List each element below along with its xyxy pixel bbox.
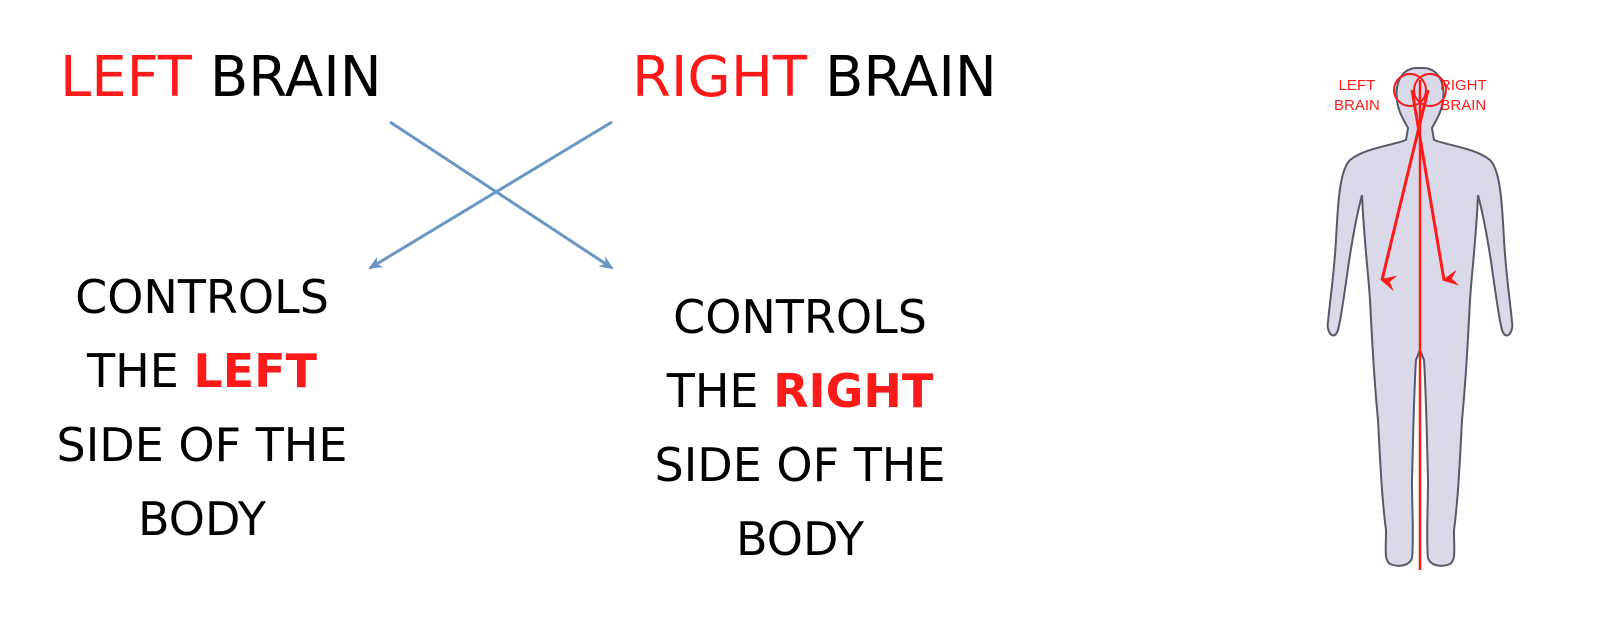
figure-right-label-line2: BRAIN bbox=[1440, 97, 1487, 114]
figure-left-label-line2: BRAIN bbox=[1334, 97, 1380, 114]
left-controls-text: CONTROLS THE LEFT SIDE OF THE BODY bbox=[2, 260, 402, 556]
side-of-the-line: SIDE OF THE bbox=[654, 438, 946, 492]
figure-right-label-line1: RIGHT bbox=[1440, 77, 1487, 94]
right-hemisphere-circle bbox=[1413, 73, 1447, 107]
arrow-left-to-right bbox=[389, 120, 614, 270]
side-of-the-line: SIDE OF THE bbox=[56, 418, 348, 472]
body-line: BODY bbox=[138, 492, 266, 546]
figure-right-brain-label: RIGHT BRAIN bbox=[1440, 76, 1487, 116]
left-emphasis: LEFT bbox=[193, 344, 317, 398]
the-word: THE bbox=[666, 364, 759, 418]
figure-left-brain-label: LEFT BRAIN bbox=[1334, 76, 1380, 116]
right-controls-text: CONTROLS THE RIGHT SIDE OF THE BODY bbox=[600, 280, 1000, 576]
right-brain-heading: RIGHT BRAIN bbox=[632, 50, 997, 106]
figure-left-label-line1: LEFT bbox=[1338, 77, 1376, 94]
cross-arrow-right bbox=[1410, 89, 1460, 286]
human-body-icon bbox=[1326, 67, 1514, 570]
the-word: THE bbox=[87, 344, 179, 398]
the-left-line: THE LEFT bbox=[2, 334, 402, 408]
crossing-arrows bbox=[368, 120, 614, 270]
the-right-line: THE RIGHT bbox=[600, 354, 1000, 428]
controls-line: CONTROLS bbox=[673, 290, 927, 344]
left-brain-heading: LEFT BRAIN bbox=[60, 50, 382, 106]
left-hemisphere-circle bbox=[1393, 73, 1427, 107]
controls-line: CONTROLS bbox=[75, 270, 329, 324]
brain-word: BRAIN bbox=[209, 45, 382, 110]
arrow-right-to-left bbox=[368, 120, 613, 270]
cross-arrow-left bbox=[1380, 89, 1430, 292]
right-word: RIGHT bbox=[632, 45, 808, 110]
brain-word: BRAIN bbox=[824, 45, 997, 110]
right-emphasis: RIGHT bbox=[773, 364, 934, 418]
human-body-figure: LEFT BRAIN RIGHT BRAIN bbox=[1320, 60, 1550, 580]
body-line: BODY bbox=[736, 512, 864, 566]
left-word: LEFT bbox=[60, 45, 193, 110]
